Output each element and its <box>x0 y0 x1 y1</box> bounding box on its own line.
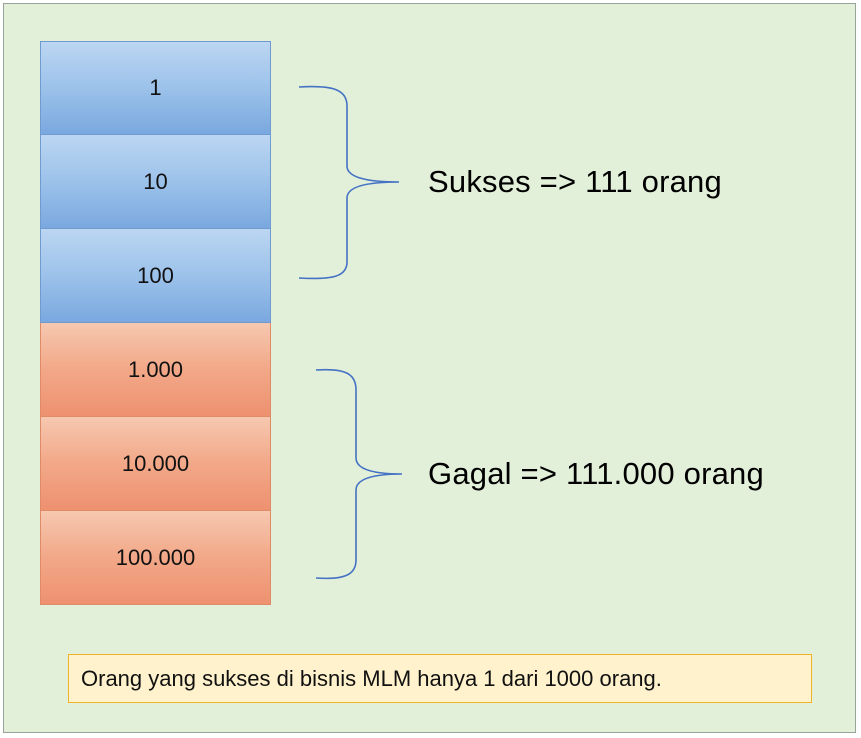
footnote-text: Orang yang sukses di bisnis MLM hanya 1 … <box>81 665 662 691</box>
level-cell-1000: 1.000 <box>40 323 271 417</box>
diagram-canvas: 1 10 100 1.000 10.000 100.000 Sukses => … <box>3 3 856 733</box>
level-value: 1.000 <box>127 356 184 382</box>
level-value: 10.000 <box>121 450 190 476</box>
population-stack: 1 10 100 1.000 10.000 100.000 <box>40 41 271 605</box>
level-value: 1 <box>149 75 162 100</box>
level-cell-100000: 100.000 <box>40 511 271 605</box>
level-value: 10 <box>143 168 168 194</box>
level-value: 100 <box>137 262 174 288</box>
level-cell-10000: 10.000 <box>40 417 271 511</box>
success-brace-icon <box>298 85 400 280</box>
level-cell-1: 1 <box>40 41 271 135</box>
level-cell-10: 10 <box>40 135 271 229</box>
fail-group-label: Gagal => 111.000 orang <box>428 456 764 491</box>
brackets <box>298 85 403 580</box>
fail-brace-icon <box>315 368 403 580</box>
level-value: 100.000 <box>115 544 196 570</box>
success-group-label: Sukses => 111 orang <box>428 164 722 199</box>
level-cell-100: 100 <box>40 229 271 323</box>
footnote-box: Orang yang sukses di bisnis MLM hanya 1 … <box>68 654 812 703</box>
